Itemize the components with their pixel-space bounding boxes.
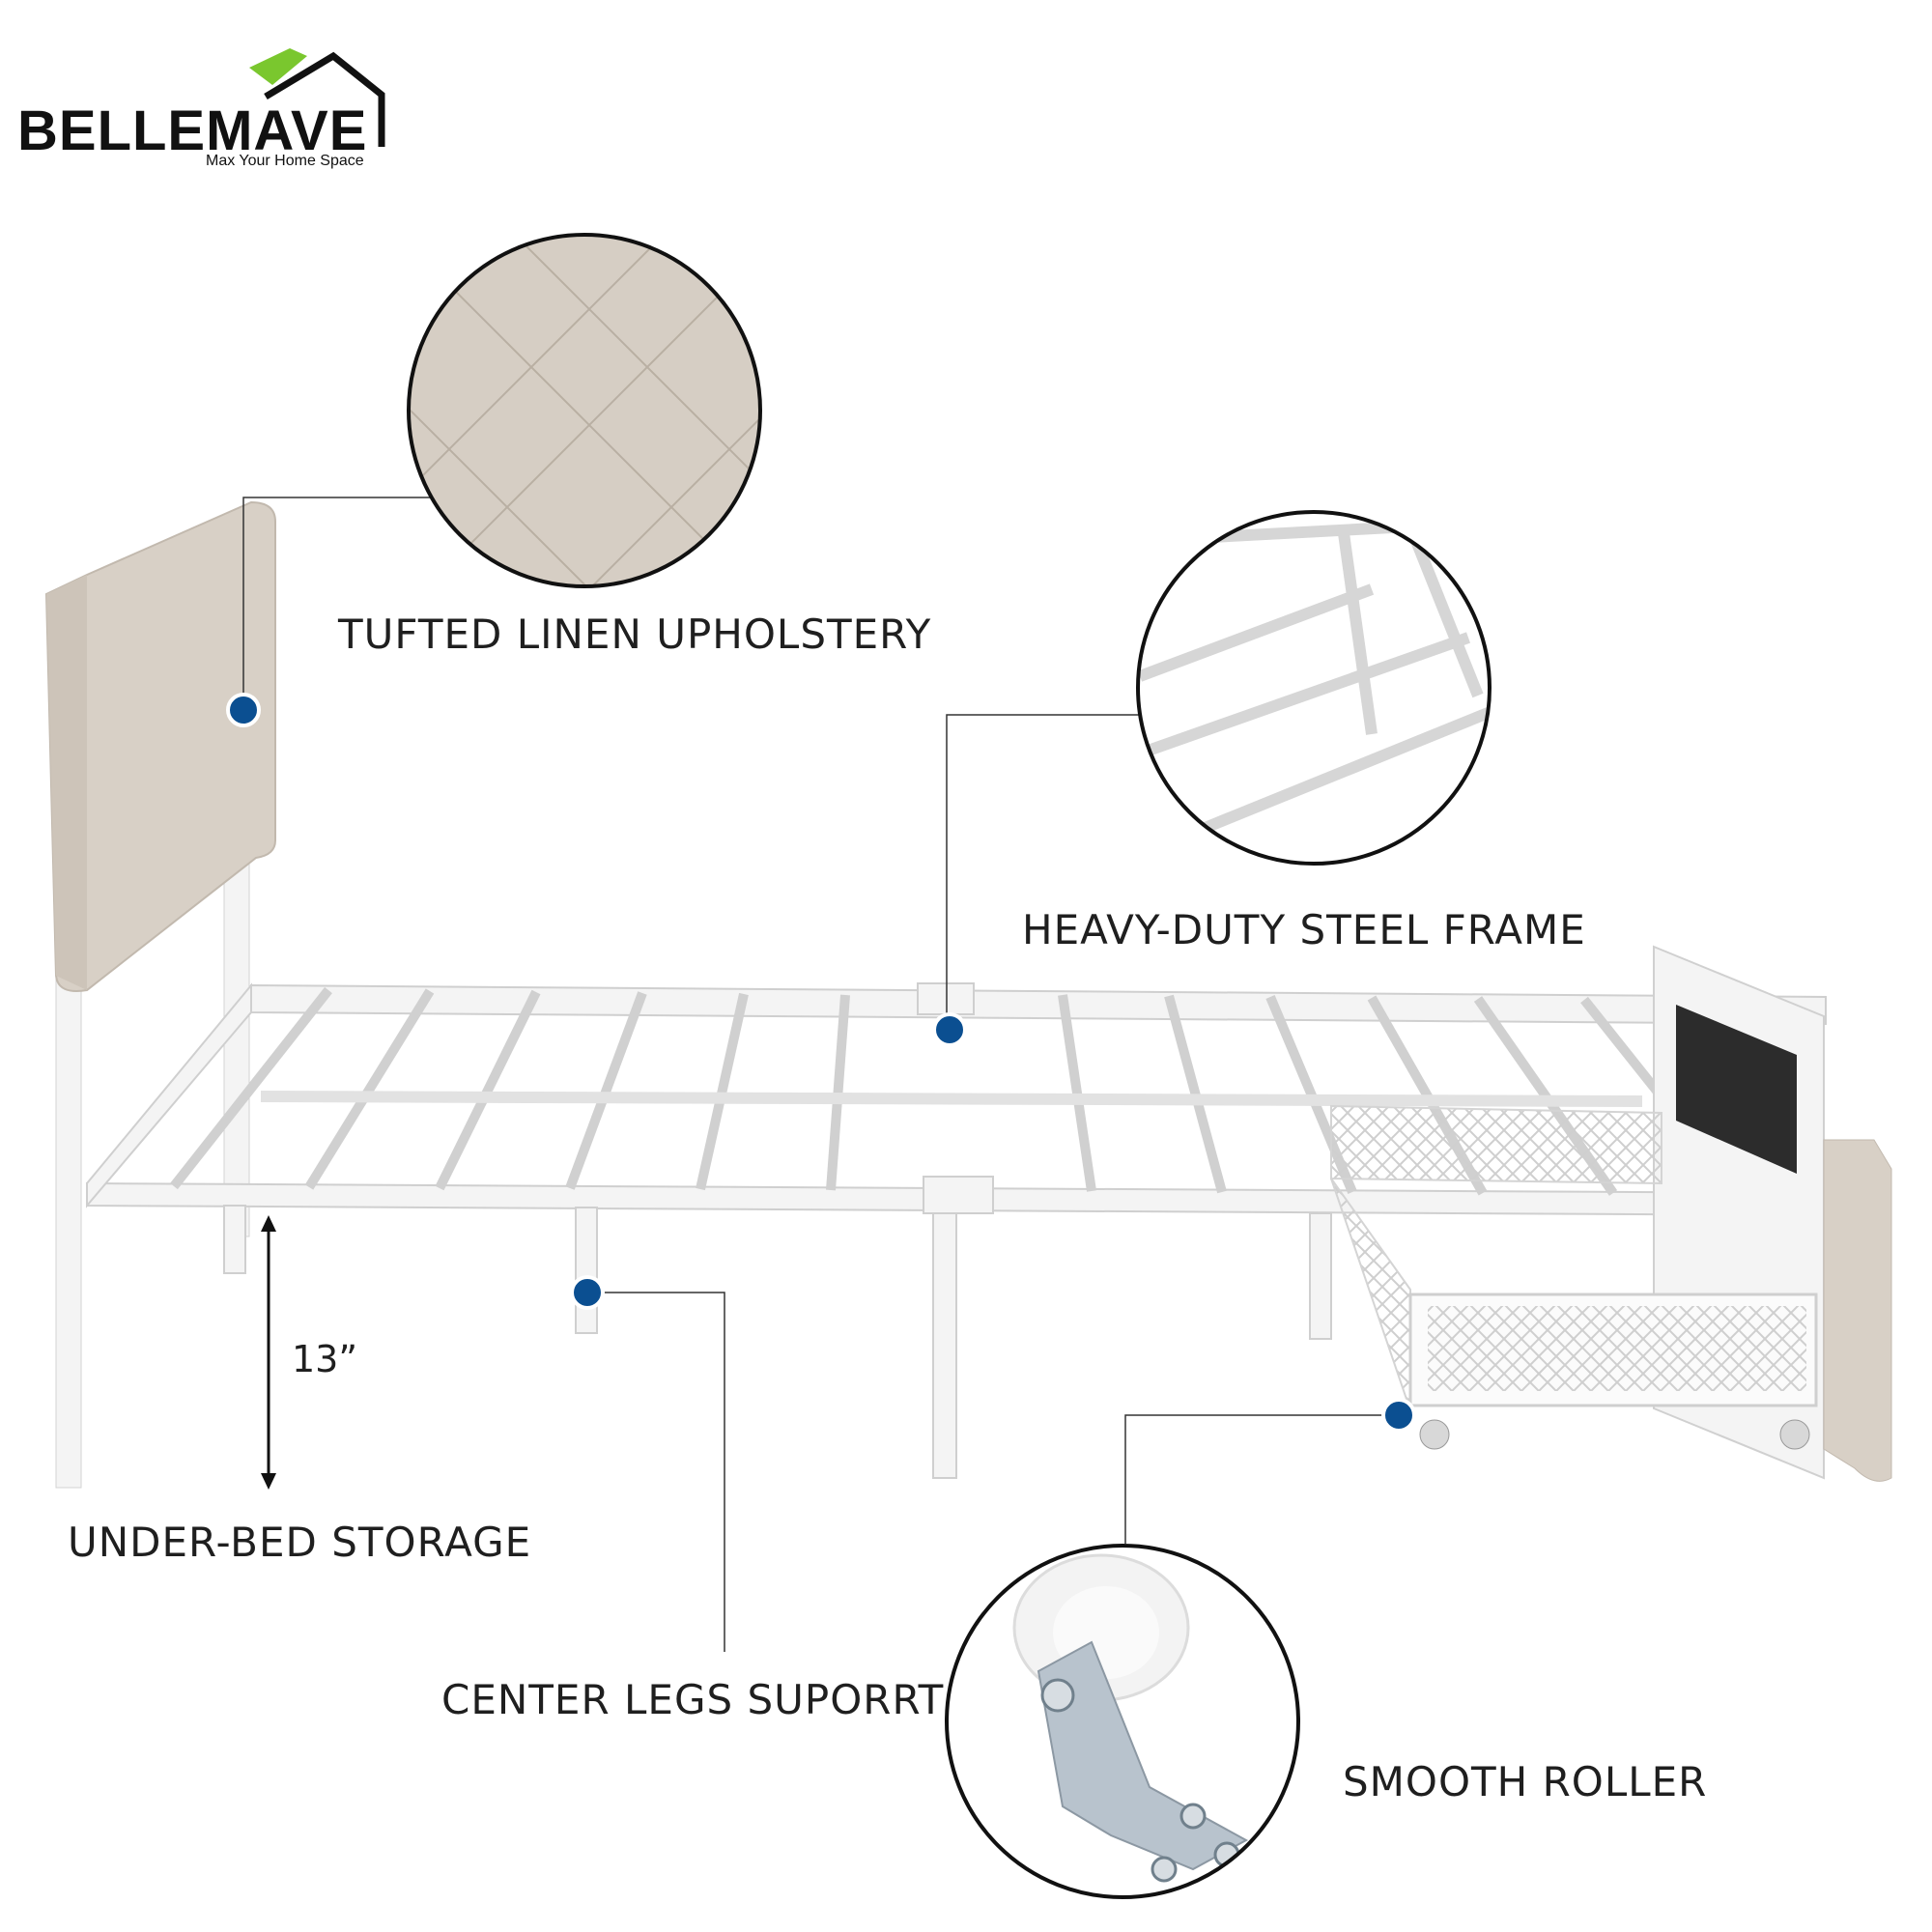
upholstery-marker: [226, 693, 261, 727]
frame-marker: [932, 1012, 967, 1047]
headboard: [44, 500, 276, 1489]
house-roof-icon: [249, 48, 385, 147]
height-dimension-value: 13”: [292, 1338, 358, 1380]
frame-detail-zoom: [1136, 510, 1492, 866]
roller-detail-zoom: [945, 1544, 1300, 1899]
frame-label: HEAVY-DUTY STEEL FRAME: [1022, 906, 1586, 953]
height-dimension-arrow: [261, 1215, 276, 1490]
callout-lines: [242, 497, 1396, 1652]
callout-markers: [226, 693, 1416, 1433]
legs-label: CENTER LEGS SUPORRT: [441, 1676, 945, 1723]
brand-tagline: Max Your Home Space: [206, 153, 364, 169]
storage-drawer: [1330, 1104, 1818, 1450]
roller-label: SMOOTH ROLLER: [1343, 1758, 1708, 1805]
legs-marker: [570, 1275, 605, 1310]
storage-label: UNDER-BED STORAGE: [68, 1519, 532, 1566]
upholstery-label: TUFTED LINEN UPHOLSTERY: [338, 611, 932, 658]
roller-marker: [1381, 1398, 1416, 1433]
brand-name: BELLEMAVE: [17, 99, 368, 162]
fabric-detail-zoom: [407, 233, 762, 588]
